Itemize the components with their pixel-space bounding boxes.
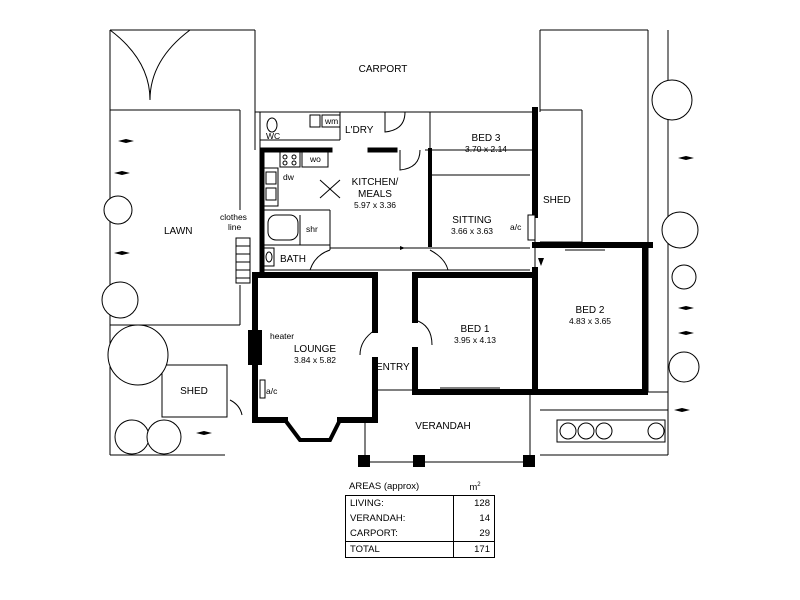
label-kitchen-2: MEALS: [358, 189, 392, 200]
label-lounge-size: 3.84 x 5.82: [294, 355, 336, 365]
kitchen-fixtures: [263, 114, 341, 267]
areas-row: LIVING: 128: [346, 495, 495, 512]
label-kitchen-1: KITCHEN/: [352, 177, 399, 188]
areas-total-value: 171: [453, 541, 495, 558]
doors: [229, 111, 544, 416]
clothes-line: [235, 237, 251, 284]
label-bed1-size: 3.95 x 4.13: [454, 335, 496, 345]
label-lounge: LOUNGE: [294, 344, 337, 355]
lounge-ac-icon: [259, 379, 266, 399]
label-bed2-size: 4.83 x 3.65: [569, 316, 611, 326]
label-heater: heater: [270, 331, 294, 341]
label-bed3: BED 3: [472, 133, 501, 144]
label-lounge-ac: a/c: [266, 386, 278, 396]
label-dw: dw: [283, 172, 295, 182]
areas-row-label: LIVING:: [350, 498, 384, 510]
label-verandah: VERANDAH: [415, 421, 471, 432]
verandah: [358, 249, 605, 467]
areas-title: AREAS (approx): [349, 481, 420, 493]
label-shr: shr: [306, 224, 318, 234]
label-kitchen-size: 5.97 x 3.36: [354, 200, 396, 210]
label-entry: ENTRY: [376, 362, 410, 373]
label-sitting-ac: a/c: [510, 222, 522, 232]
sitting-ac-icon: [527, 214, 536, 241]
areas-row-label: CARPORT:: [345, 526, 454, 543]
areas-row: VERANDAH: 14: [346, 511, 495, 527]
label-clothes-2: line: [228, 222, 242, 232]
areas-row-value: 14: [453, 511, 495, 527]
areas-row-value: 29: [453, 526, 495, 543]
areas-total-row: TOTAL 171: [345, 541, 495, 558]
label-sitting-size: 3.66 x 3.63: [451, 226, 493, 236]
label-clothes-1: clothes: [220, 212, 247, 222]
areas-row: CARPORT: 29: [345, 526, 495, 543]
garden-bed: [556, 419, 666, 443]
label-bath: BATH: [280, 254, 306, 265]
label-sitting: SITTING: [452, 215, 492, 226]
left-shed: [161, 364, 228, 418]
areas-row-value: 128: [453, 495, 495, 512]
label-shed-left: SHED: [180, 386, 208, 397]
label-wm: wm: [324, 116, 338, 126]
label-shed-right: SHED: [543, 195, 571, 206]
room-labels: CARPORT WC wm L'DRY BED 3 3.70 x 2.14 wo…: [164, 64, 611, 432]
label-laundry: L'DRY: [345, 125, 374, 136]
areas-row-label: VERANDAH:: [350, 513, 406, 525]
label-bed3-size: 3.70 x 2.14: [465, 144, 507, 154]
house-walls: [248, 107, 653, 442]
areas-total-label: TOTAL: [345, 541, 454, 558]
label-bed2: BED 2: [576, 305, 605, 316]
areas-unit: m2: [469, 482, 481, 494]
label-carport: CARPORT: [359, 64, 408, 75]
label-wo: wo: [309, 154, 321, 164]
label-bed1: BED 1: [461, 324, 490, 335]
heater-icon: [248, 330, 262, 365]
areas-table: AREAS (approx) m2 LIVING: 128 VERANDAH: …: [345, 478, 495, 559]
trees: [101, 79, 700, 455]
label-wc: WC: [266, 131, 280, 141]
label-lawn: LAWN: [164, 226, 193, 237]
areas-rows: LIVING: 128 VERANDAH: 14 CARPORT: 29 TOT…: [345, 495, 495, 559]
